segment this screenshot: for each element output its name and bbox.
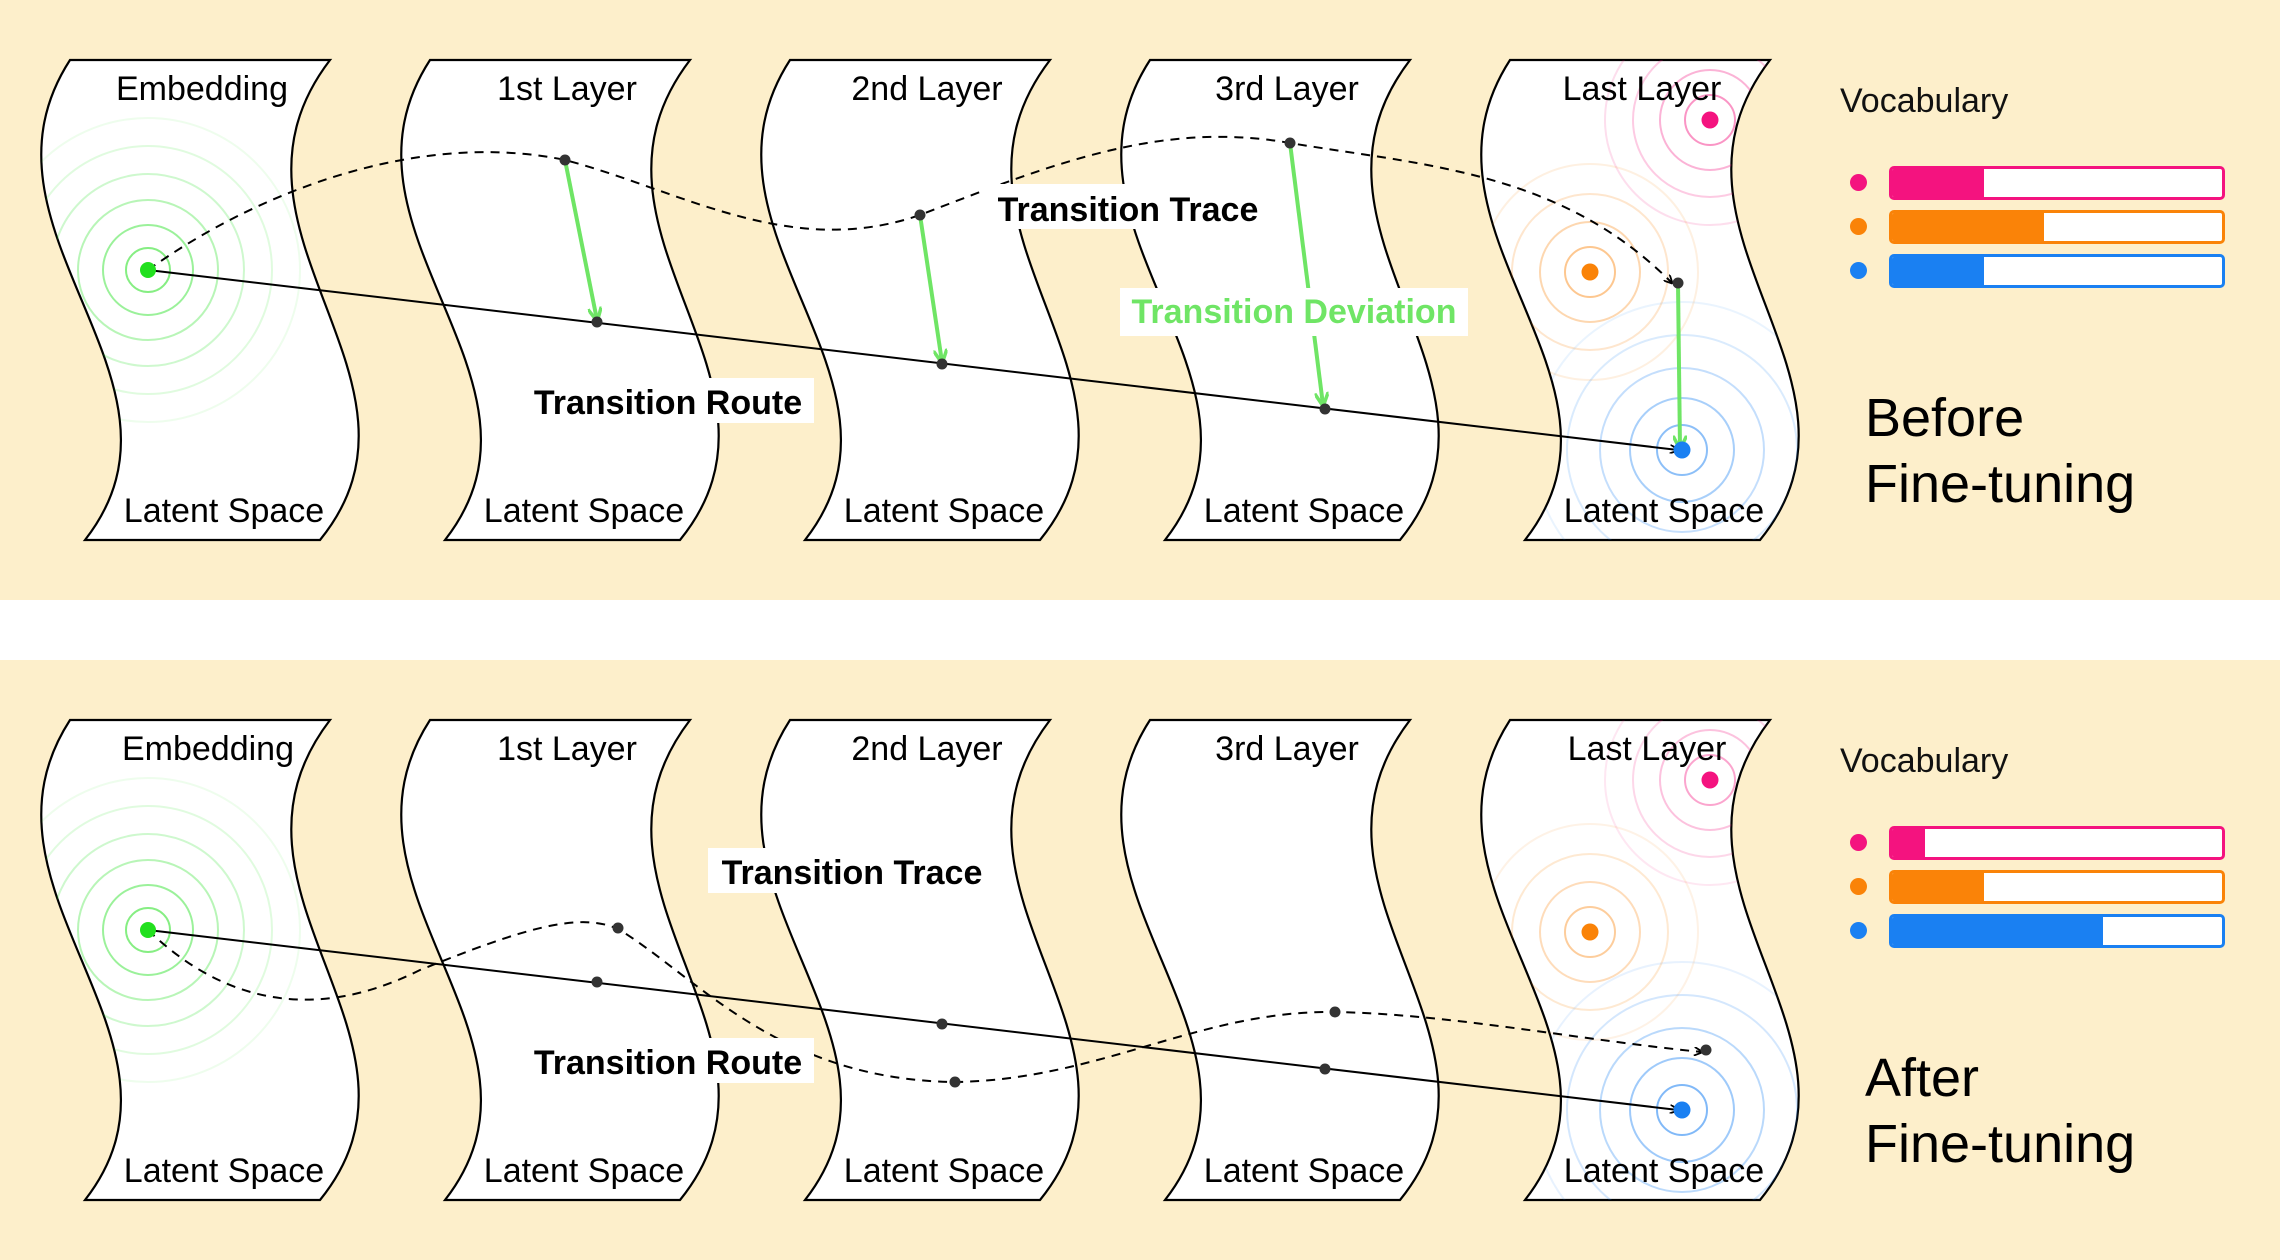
route-label: Transition Route xyxy=(534,1044,802,1082)
layer-title-2nd: 2nd Layer xyxy=(851,730,1002,768)
layer-card-2nd xyxy=(760,58,1080,542)
vocab-fill-blue xyxy=(1892,257,1985,285)
latent-label-embedding: Latent Space xyxy=(124,1152,324,1190)
vocab-fill-orange xyxy=(1892,873,1985,901)
vocab-row-pink xyxy=(1850,826,2225,860)
latent-label-2nd: Latent Space xyxy=(844,492,1044,530)
vocab-row-blue xyxy=(1850,914,2225,948)
stage-label-line1: Before xyxy=(1865,388,2025,448)
vocab-fill-pink xyxy=(1892,169,1985,197)
latent-label-embedding: Latent Space xyxy=(124,492,324,530)
vocab-bar-blue xyxy=(1889,254,2225,288)
vocab-row-orange xyxy=(1850,870,2225,904)
transition-route-line xyxy=(147,929,1678,1110)
token-point-blue xyxy=(1673,1101,1691,1119)
stage-label-line2: Fine-tuning xyxy=(1865,1114,2136,1174)
vocab-dot-blue xyxy=(1850,262,1867,279)
vocab-dot-orange xyxy=(1850,218,1867,235)
stage-label-line2: Fine-tuning xyxy=(1865,454,2136,514)
latent-label-3rd: Latent Space xyxy=(1204,492,1404,530)
transition-trace-curve xyxy=(147,921,1702,1084)
layer-title-2nd: 2nd Layer xyxy=(851,70,1002,108)
transition-dots xyxy=(591,922,1712,1088)
deviation-label: Transition Deviation xyxy=(1132,293,1457,331)
layer-title-1st: 1st Layer xyxy=(497,730,637,768)
vocab-bar-pink xyxy=(1889,826,2225,860)
stage-label-before: Before Fine-tuning xyxy=(1865,385,2265,517)
token-point-blue xyxy=(1673,441,1691,459)
layer-card-2nd xyxy=(760,718,1080,1202)
vocab-row-pink xyxy=(1850,166,2225,200)
embedding-point xyxy=(140,262,156,278)
before-diagram: Embedding 1st Layer 2nd Layer 3rd Layer … xyxy=(40,58,1800,542)
vocab-dot-pink xyxy=(1850,174,1867,191)
deviation-arrow-2nd xyxy=(918,214,942,362)
embedding-rings xyxy=(41,117,301,423)
stage-label-line1: After xyxy=(1865,1048,1980,1108)
trace-label: Transition Trace xyxy=(998,191,1259,229)
vocab-fill-blue xyxy=(1892,917,2104,945)
vocabulary-title: Vocabulary xyxy=(1840,82,2009,120)
vocab-fill-orange xyxy=(1892,213,2044,241)
latent-label-2nd: Latent Space xyxy=(844,1152,1044,1190)
latent-label-last: Latent Space xyxy=(1564,1152,1764,1190)
deviation-arrow-3rd xyxy=(1288,142,1323,405)
layer-card-last xyxy=(1480,718,1800,1202)
token-point-orange xyxy=(1581,923,1599,941)
layer-title-last: Last Layer xyxy=(1568,730,1727,768)
vocab-bar-blue xyxy=(1889,914,2225,948)
trace-label-bg xyxy=(985,184,1270,229)
layer-title-1st: 1st Layer xyxy=(497,70,637,108)
route-label-bg xyxy=(522,1038,814,1083)
embedding-point xyxy=(140,922,156,938)
vocab-dot-blue xyxy=(1850,922,1867,939)
vocab-row-orange xyxy=(1850,210,2225,244)
deviation-label-bg xyxy=(1120,288,1468,336)
trace-label-bg xyxy=(708,848,998,893)
panel-after-fine-tuning: Embedding 1st Layer 2nd Layer 3rd Layer … xyxy=(0,660,2280,1260)
latent-label-last: Latent Space xyxy=(1564,492,1764,530)
vocab-bar-orange xyxy=(1889,870,2225,904)
deviation-arrow-last xyxy=(1678,282,1680,448)
layer-card-1st xyxy=(400,58,720,542)
vocab-row-blue xyxy=(1850,254,2225,288)
trace-label: Transition Trace xyxy=(722,854,983,892)
stage-label-after: After Fine-tuning xyxy=(1865,1045,2265,1177)
layer-title-3rd: 3rd Layer xyxy=(1215,730,1359,768)
transition-route-line xyxy=(147,269,1678,450)
latent-label-3rd: Latent Space xyxy=(1204,1152,1404,1190)
deviation-arrow-1st xyxy=(563,159,597,320)
transition-dots xyxy=(559,137,1684,415)
route-label-bg xyxy=(522,378,814,423)
layer-card-3rd xyxy=(1120,718,1440,1202)
layer-card-embedding xyxy=(40,58,360,542)
layer-title-3rd: 3rd Layer xyxy=(1215,70,1359,108)
panel-before-fine-tuning: Embedding 1st Layer 2nd Layer 3rd Layer … xyxy=(0,0,2280,600)
layer-title-last: Last Layer xyxy=(1563,70,1722,108)
layer-card-last xyxy=(1480,58,1800,542)
layer-card-1st xyxy=(400,718,720,1202)
layer-title-embedding: Embedding xyxy=(116,70,288,108)
vocab-dot-pink xyxy=(1850,834,1867,851)
token-point-orange xyxy=(1581,263,1599,281)
last-layer-rings xyxy=(1481,60,1799,540)
vocab-bar-pink xyxy=(1889,166,2225,200)
token-point-pink xyxy=(1701,771,1719,789)
after-diagram: Embedding 1st Layer 2nd Layer 3rd Layer … xyxy=(40,718,1800,1202)
latent-label-1st: Latent Space xyxy=(484,1152,684,1190)
layer-card-embedding xyxy=(40,718,360,1202)
vocab-dot-orange xyxy=(1850,878,1867,895)
vocab-bar-orange xyxy=(1889,210,2225,244)
vocab-fill-pink xyxy=(1892,829,1925,857)
latent-label-1st: Latent Space xyxy=(484,492,684,530)
vocabulary-title: Vocabulary xyxy=(1840,742,2009,780)
token-point-pink xyxy=(1701,111,1719,129)
route-label: Transition Route xyxy=(534,384,802,422)
embedding-rings xyxy=(41,777,301,1083)
layer-title-embedding: Embedding xyxy=(122,730,294,768)
